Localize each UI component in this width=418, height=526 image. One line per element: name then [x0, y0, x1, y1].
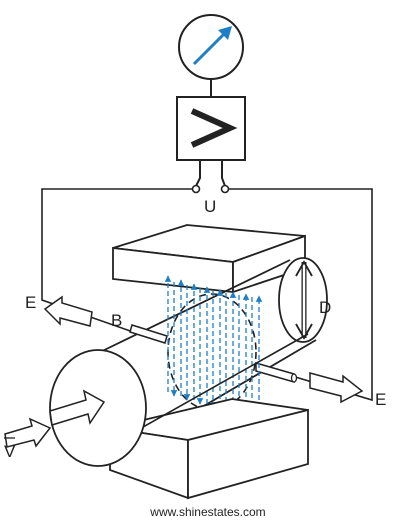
electrode-left-arrow	[43, 295, 93, 327]
terminal-left	[191, 184, 201, 194]
magnetic-field-label: B	[111, 311, 122, 330]
electrode-left-label: E	[25, 293, 36, 312]
diameter-label: D	[319, 298, 331, 317]
electrode-left	[129, 324, 168, 344]
amplifier-icon	[176, 96, 246, 161]
velocity-label: V	[4, 442, 16, 461]
credit-text: www.shinestates.com	[149, 505, 265, 519]
electrode-right-label: E	[375, 390, 386, 409]
electrode-right-arrow	[309, 372, 364, 404]
upper-magnet	[112, 224, 306, 294]
diameter-indicator	[295, 260, 313, 340]
terminal-right	[220, 184, 230, 194]
pipe-inlet	[49, 349, 147, 467]
electrode-right	[255, 362, 298, 383]
voltmeter-icon	[178, 14, 244, 80]
magnetic-field-lines	[164, 275, 263, 421]
voltage-label: U	[204, 197, 216, 216]
amplifier-wire-right	[221, 160, 226, 187]
velocity-arrow	[4, 417, 52, 448]
amplifier-wire-left	[195, 160, 201, 187]
